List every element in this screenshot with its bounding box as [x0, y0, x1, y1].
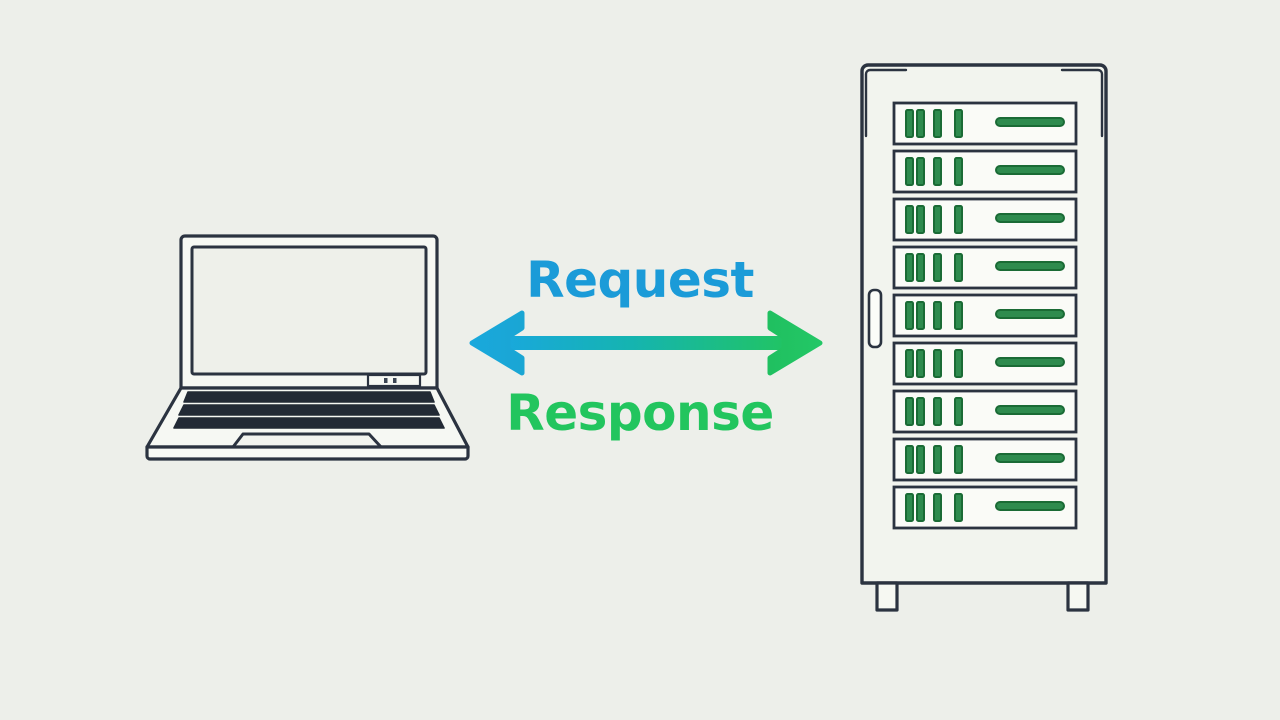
server-led — [916, 349, 925, 378]
server-led — [954, 301, 963, 330]
response-label: Response — [0, 385, 1280, 441]
server-led — [916, 445, 925, 474]
server-slot-8 — [892, 437, 1078, 482]
laptop-screen — [190, 245, 428, 376]
server-led — [905, 205, 914, 234]
server-led — [905, 157, 914, 186]
server-led — [933, 109, 942, 138]
server-side-handle — [867, 288, 883, 349]
server-led — [933, 397, 942, 426]
server-rack-graphic — [860, 63, 1108, 612]
server-led — [916, 109, 925, 138]
laptop-indicator-led-1 — [384, 378, 388, 383]
request-label: Request — [0, 252, 1280, 308]
server-led — [916, 397, 925, 426]
server-led — [954, 397, 963, 426]
server-status-bar — [995, 309, 1065, 319]
server-foot-left — [875, 581, 899, 612]
request-label-text: Request — [526, 251, 754, 309]
arrow-head-right — [767, 310, 823, 376]
laptop-keyboard-row-1 — [183, 391, 435, 403]
server-foot-right — [1066, 581, 1090, 612]
server-led — [954, 109, 963, 138]
server-led — [933, 205, 942, 234]
server-slot-3 — [892, 197, 1078, 242]
server-slot-6 — [892, 341, 1078, 386]
bidirectional-arrow — [469, 310, 823, 376]
server-led — [954, 493, 963, 522]
server-status-bar — [995, 405, 1065, 415]
server-led — [933, 157, 942, 186]
arrow-shaft — [505, 336, 787, 350]
server-led — [954, 445, 963, 474]
server-led — [905, 253, 914, 282]
arrow-head-left — [469, 310, 525, 376]
server-status-bar — [995, 453, 1065, 463]
server-top-left-bracket — [864, 68, 908, 138]
server-status-bar — [995, 213, 1065, 223]
server-led — [916, 301, 925, 330]
server-led — [916, 205, 925, 234]
server-led — [916, 253, 925, 282]
server-led — [954, 205, 963, 234]
server-led — [905, 397, 914, 426]
server-led — [933, 445, 942, 474]
server-led — [905, 109, 914, 138]
server-led — [905, 493, 914, 522]
server-led — [905, 445, 914, 474]
server-led — [954, 349, 963, 378]
server-led — [905, 301, 914, 330]
server-status-bar — [995, 501, 1065, 511]
server-led — [933, 253, 942, 282]
server-led — [933, 301, 942, 330]
server-slot-7 — [892, 389, 1078, 434]
server-slot-5 — [892, 293, 1078, 338]
server-led — [933, 349, 942, 378]
server-led — [916, 493, 925, 522]
server-slot-4 — [892, 245, 1078, 290]
laptop-keyboard-row-3 — [173, 417, 445, 429]
server-status-bar — [995, 261, 1065, 271]
laptop-indicator-led-2 — [393, 378, 397, 383]
server-status-bar — [995, 357, 1065, 367]
laptop-graphic — [145, 234, 470, 461]
server-led — [916, 157, 925, 186]
server-led — [954, 253, 963, 282]
server-status-bar — [995, 165, 1065, 175]
server-led — [933, 493, 942, 522]
response-label-text: Response — [506, 384, 774, 442]
server-status-bar — [995, 117, 1065, 127]
laptop-keyboard-row-2 — [178, 404, 440, 416]
server-slot-2 — [892, 149, 1078, 194]
server-slot-9 — [892, 485, 1078, 530]
server-slot-1 — [892, 101, 1078, 146]
server-led — [905, 349, 914, 378]
laptop-front-lip — [145, 445, 470, 461]
server-top-right-bracket — [1060, 68, 1104, 138]
server-led — [954, 157, 963, 186]
